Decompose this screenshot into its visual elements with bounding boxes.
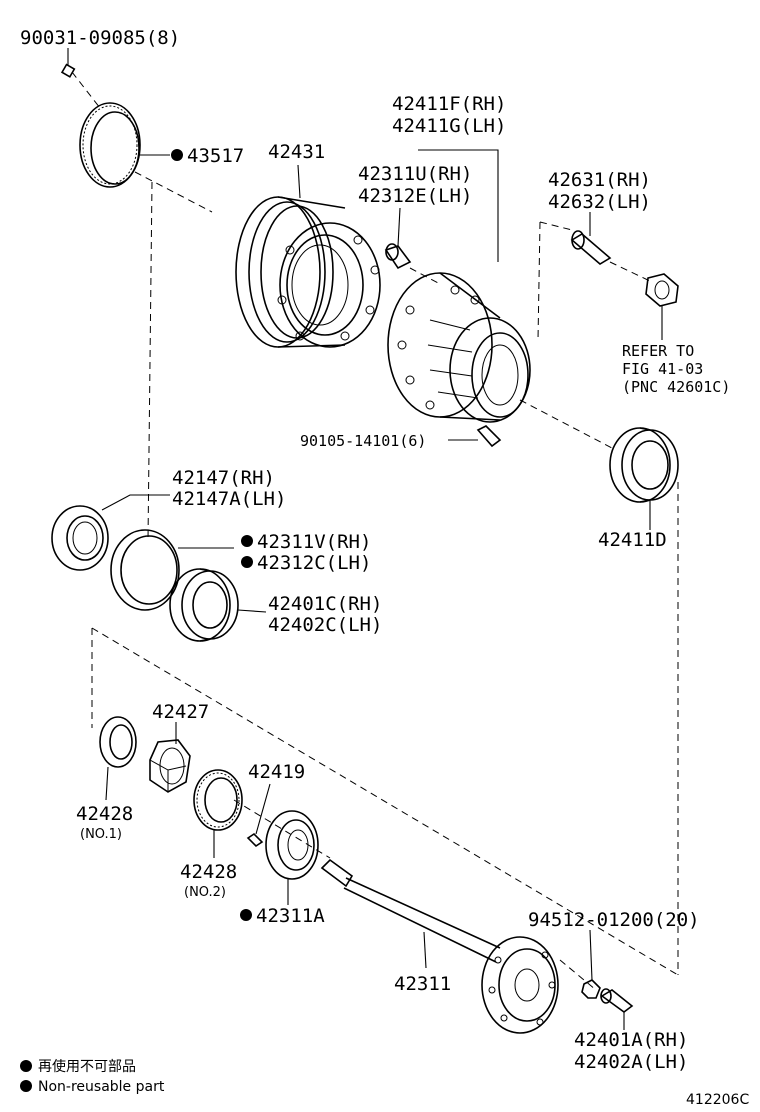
callout-42427: 42427 bbox=[152, 701, 209, 723]
washer-no2-42428-icon bbox=[193, 769, 243, 831]
screw-42419-icon bbox=[246, 832, 264, 848]
callout-42428-no1-sub: (NO.1) bbox=[80, 827, 122, 842]
toothed-ring-43517-icon bbox=[79, 102, 141, 188]
callout-42147: 42147(RH) bbox=[172, 467, 275, 489]
callout-42401a: 42401A(RH) bbox=[574, 1029, 688, 1051]
callout-90031-09085: 90031-09085(8) bbox=[20, 27, 180, 49]
brake-drum-42431-icon bbox=[235, 196, 381, 348]
non-reusable-dot bbox=[171, 149, 183, 161]
legend-dot bbox=[20, 1060, 32, 1072]
callout-42311a: 42311A bbox=[256, 905, 325, 927]
callout-42401c: 42401C(RH) bbox=[268, 593, 382, 615]
callout-42312c: 42312C(LH) bbox=[257, 552, 371, 574]
leader-lines bbox=[67, 48, 663, 1030]
callout-42411d: 42411D bbox=[598, 529, 667, 551]
callout-42632: 42632(LH) bbox=[548, 191, 651, 213]
callout-42428-no2-sub: (NO.2) bbox=[184, 885, 226, 900]
callout-42411g: 42411G(LH) bbox=[392, 115, 506, 137]
non-reusable-dot bbox=[241, 556, 253, 568]
bolt-90031-icon bbox=[60, 63, 76, 78]
bolt-42401a-icon bbox=[600, 988, 634, 1013]
bearing-42411d-icon bbox=[609, 427, 679, 503]
callout-42402c: 42402C(LH) bbox=[268, 614, 382, 636]
callout-42428-no2: 42428 bbox=[180, 861, 237, 883]
bearing-42401c-icon bbox=[169, 568, 239, 642]
legend: 再使用不可部品 Non-reusable part bbox=[20, 1058, 165, 1095]
valve-42631-icon bbox=[570, 230, 612, 265]
legend-text-jp: 再使用不可部品 bbox=[38, 1058, 136, 1075]
reference-line-3: (PNC 42601C) bbox=[622, 378, 730, 396]
reference-line-1: REFER TO bbox=[622, 342, 694, 360]
non-reusable-dot bbox=[240, 909, 252, 921]
callout-43517: 43517 bbox=[187, 145, 244, 167]
non-reusable-dot bbox=[241, 535, 253, 547]
stud-42311u-icon bbox=[384, 243, 412, 270]
reference-line-2: FIG 41-03 bbox=[622, 360, 703, 378]
axle-hub-42411f-icon bbox=[387, 272, 531, 423]
callout-42411f: 42411F(RH) bbox=[392, 93, 506, 115]
oil-seal-42147-icon bbox=[51, 505, 109, 571]
washer-no1-42428-icon bbox=[99, 716, 137, 768]
callout-42631: 42631(RH) bbox=[548, 169, 651, 191]
figure-code: 412206C bbox=[686, 1092, 749, 1108]
callout-42311u: 42311U(RH) bbox=[358, 163, 472, 185]
axle-shaft-42311-icon bbox=[320, 858, 559, 1034]
callout-42402a: 42402A(LH) bbox=[574, 1051, 688, 1073]
lock-nut-42427-icon bbox=[149, 739, 191, 793]
callout-42311: 42311 bbox=[394, 973, 451, 995]
callout-42311v: 42311V(RH) bbox=[257, 531, 371, 553]
assembly-guide-lines bbox=[71, 71, 679, 991]
nut-reference-icon bbox=[645, 273, 679, 307]
callout-42147a: 42147A(LH) bbox=[172, 488, 286, 510]
callout-90105-14101: 90105-14101(6) bbox=[300, 432, 426, 450]
gasket-42311a-icon bbox=[265, 810, 319, 880]
legend-text-en: Non-reusable part bbox=[38, 1079, 165, 1095]
callout-42419: 42419 bbox=[248, 761, 305, 783]
bolt-90105-icon bbox=[476, 425, 502, 448]
legend-dot bbox=[20, 1080, 32, 1092]
nut-94512-icon bbox=[581, 979, 601, 999]
callout-42431: 42431 bbox=[268, 141, 325, 163]
spacer-ring-42311v-icon bbox=[110, 529, 180, 611]
callout-42428-no1: 42428 bbox=[76, 803, 133, 825]
callout-94512-01200: 94512-01200(20) bbox=[528, 909, 700, 931]
callout-42312e: 42312E(LH) bbox=[358, 185, 472, 207]
